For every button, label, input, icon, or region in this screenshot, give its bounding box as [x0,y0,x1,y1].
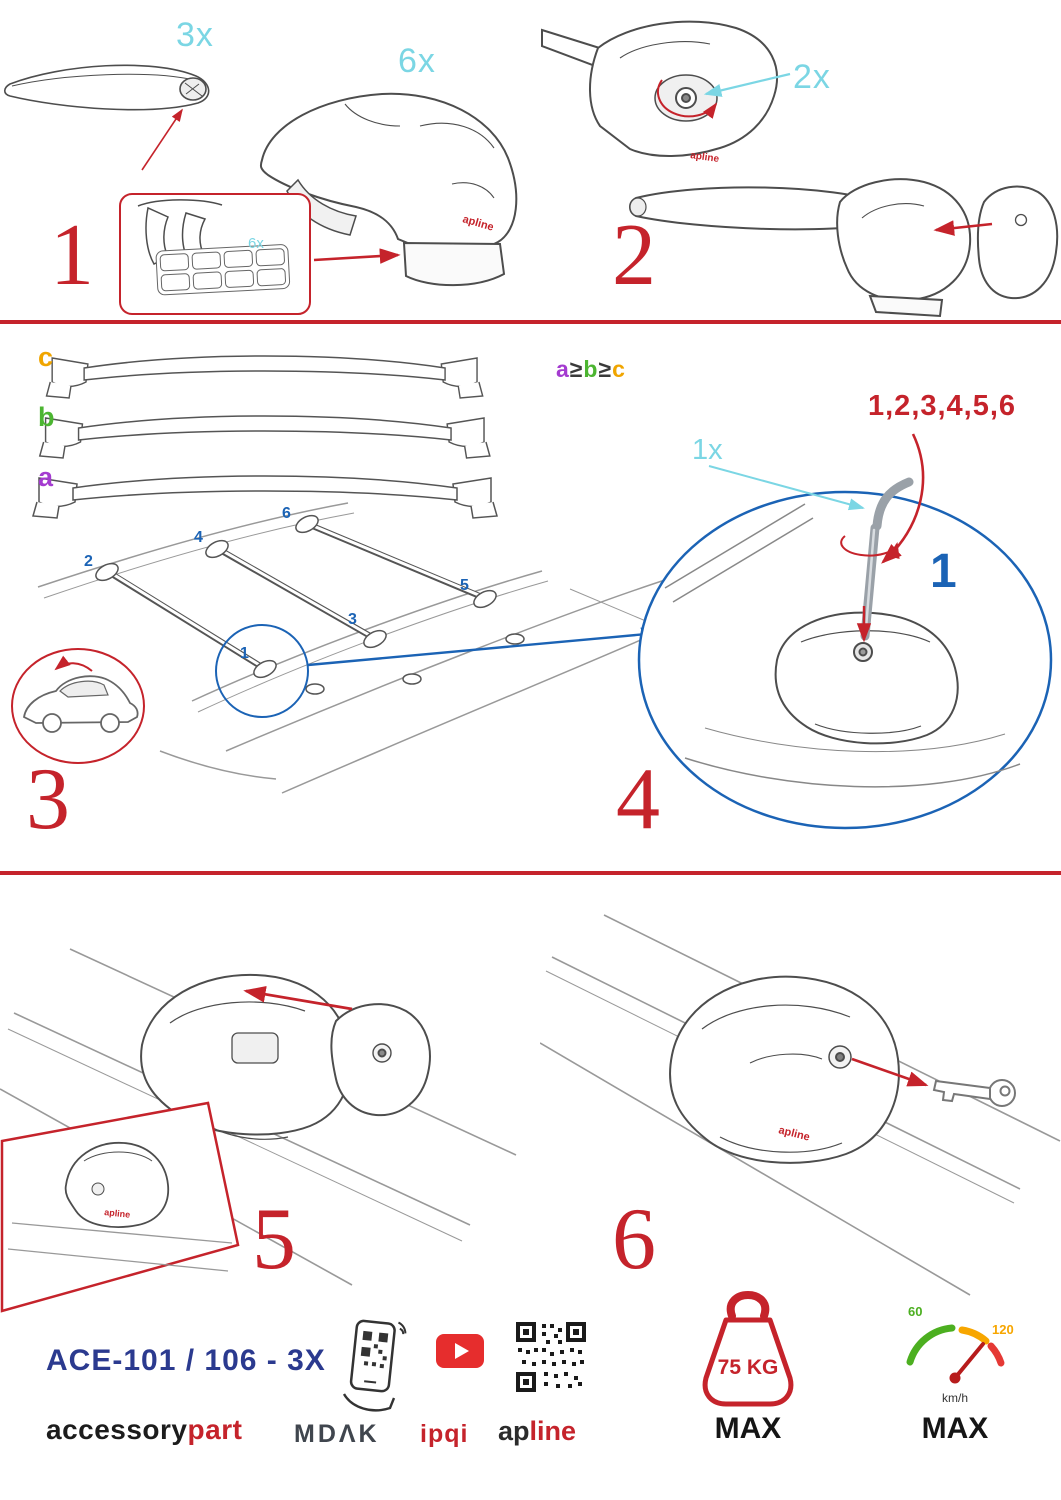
weight-body [702,1317,794,1407]
step2-illustration: apline [541,20,1059,318]
sequence-start-number: 1 [930,545,957,598]
speed-unit-label: km/h [942,1391,968,1405]
step2-number: 2 [612,207,656,304]
weight-value-label: 75 KG [718,1356,779,1379]
lock-part-illustration [330,1003,431,1117]
phone-qr-icon [342,1319,407,1412]
rubber-pad-grid [155,244,291,296]
step5-illustration: apline [0,948,517,1313]
order-ge1: ≥ [569,356,584,382]
step1-illustration: apline 6x [3,64,518,315]
speedometer-icon: 60 120 km/h [906,1304,1014,1405]
model-code: ACE-101 / 106 - 3X [46,1344,326,1377]
roof-position-5: 5 [460,577,469,594]
bar-order-rule: a≥b≥c [556,356,626,383]
speedometer-needle [953,1342,985,1380]
accessorypart-logo-black: accessory [46,1414,188,1445]
ipqi-logo: ipqi [420,1420,469,1448]
bar-endcap-illustration [629,178,1059,318]
qr-code-icon [516,1322,586,1392]
weight-handle [726,1291,770,1320]
step3-number: 3 [26,751,70,848]
roof-position-4: 4 [194,529,203,546]
inset-foot-illustration [64,1142,170,1228]
tool-qty-pointer [708,465,865,511]
step4-detail-illustration [637,433,1053,830]
apline-logo-footer-red: line [529,1416,577,1446]
max-weight-icon: 75 KG [702,1291,794,1407]
key-insert-arrow [851,1057,929,1087]
pad-insert-arrow [313,248,401,264]
sequence-arrow [881,433,925,564]
tool-qty-label: 1x [692,434,723,466]
detail-foot [774,611,959,745]
crossbar-illustration [3,64,210,111]
pad-inset-box: 6x [119,193,311,315]
crossbar-c [45,355,484,399]
slide-in-arrow [243,985,353,1011]
roof-position-1: 1 [240,645,249,662]
step6-illustration: apline [540,914,1061,1296]
step6-number: 6 [612,1191,656,1288]
foot-qty-label: 6x [398,42,436,80]
position-1-highlight-circle [215,624,309,718]
apline-logo-step2: apline [690,150,721,165]
speed-low-label: 60 [908,1304,922,1319]
mdak-logo: MDΛK [294,1420,380,1448]
lock-rotate-arrow [657,79,718,119]
bar-label-b: b [38,402,55,432]
accessorypart-logo: accessorypart [46,1414,242,1446]
lock-qty-pointer [703,72,791,97]
weight-max-label: MAX [714,1412,782,1445]
apline-logo-footer: apline [498,1416,576,1447]
order-b: b [583,356,599,382]
foot-lock-illustration [541,20,778,157]
youtube-icon [436,1334,484,1368]
car-direction-inset [11,648,145,764]
roof-position-2: 2 [84,553,93,570]
order-c: c [612,356,626,382]
lock-qty-label: 2x [793,58,831,96]
endcap-insert-arrow [933,220,993,236]
detail-bar-lines [664,503,1021,788]
crossbars-on-roof [95,514,525,695]
foot-lock-illustration-6 [669,975,900,1164]
roof-position-6: 6 [282,505,291,522]
speed-high-label: 120 [992,1322,1014,1337]
inset-rail-lines [7,1222,233,1272]
apline-logo-footer-black: ap [498,1416,530,1446]
allen-key-tool [860,477,914,641]
step1-number: 1 [50,207,94,304]
car-silhouette [23,675,139,733]
pad-qty-label: 6x [248,235,264,252]
step5-number: 5 [252,1191,296,1288]
hand-outline [342,1393,396,1412]
bar-pointer-arrow [141,108,183,171]
speed-max-label: MAX [921,1412,989,1445]
car-front-arrow [54,655,93,672]
order-a: a [556,356,570,382]
crossbar-b [39,415,491,459]
key-icon [932,1079,1016,1107]
section-divider-2 [0,871,1061,875]
bar-qty-label: 3x [176,16,214,54]
roof-position-3: 3 [348,611,357,628]
tighten-sequence-label: 1,2,3,4,5,6 [868,390,1017,422]
section-divider-1 [0,320,1061,324]
order-ge2: ≥ [598,356,613,382]
apline-logo-step5: apline [104,1207,131,1220]
accessorypart-logo-red: part [187,1414,243,1445]
bar-label-a: a [38,462,54,492]
detail-pointer-arrow [307,627,661,667]
bar-label-c: c [38,342,54,372]
step4-number: 4 [616,751,660,848]
